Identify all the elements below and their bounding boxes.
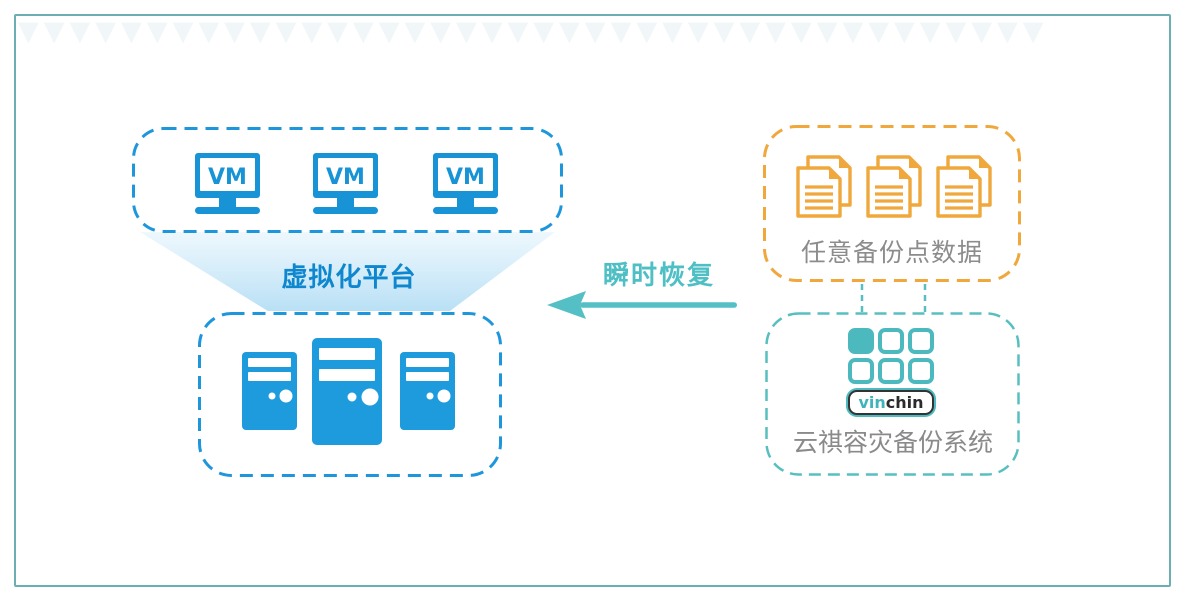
server-box-dashed-border	[198, 312, 502, 477]
backup-box-dashed-border	[763, 125, 1021, 282]
vinchin-logo-grid-icon	[848, 328, 934, 384]
server-icon	[400, 352, 455, 430]
vm-group: VM VM VM	[132, 127, 563, 233]
instant-recovery-label: 瞬时恢复	[602, 261, 715, 291]
watermark-pattern: ▼▼▼▼▼▼▼▼▼▼▼▼▼▼▼▼▼▼▼▼▼▼▼▼▼▼▼▼▼▼▼▼▼▼▼▼▼▼▼▼	[18, 17, 1049, 47]
virtualization-platform-label: 虚拟化平台	[281, 263, 417, 293]
logo-square	[878, 358, 904, 384]
logo-square	[908, 358, 934, 384]
document-copy-icon	[866, 155, 922, 218]
vm-monitor-icon: VM	[433, 153, 498, 214]
vinchin-system-label: 云祺容灾备份系统	[792, 428, 993, 457]
server-icon	[312, 338, 382, 445]
vinchin-wordmark-vin: vin	[858, 392, 886, 412]
vinchin-group	[765, 312, 1020, 476]
connector-lines	[860, 284, 927, 312]
logo-square	[878, 328, 904, 354]
vm-label: VM	[446, 165, 485, 190]
recovery-arrow-left-icon	[547, 291, 737, 319]
vm-monitor-icon: VM	[195, 153, 260, 214]
backup-data-label: 任意备份点数据	[800, 238, 983, 267]
vinchin-wordmark-chin: chin	[885, 392, 924, 412]
server-group	[198, 312, 502, 477]
logo-square	[848, 358, 874, 384]
vm-label: VM	[208, 165, 247, 190]
vm-monitor-icon: VM	[313, 153, 378, 214]
backup-data-group	[763, 125, 1021, 282]
vm-label: VM	[326, 165, 365, 190]
vinchin-box-dashed-border	[765, 312, 1020, 476]
document-copy-icon	[796, 155, 852, 218]
document-copy-icon	[936, 155, 992, 218]
server-icon	[242, 352, 297, 430]
logo-square	[908, 328, 934, 354]
logo-square-filled	[848, 328, 874, 354]
